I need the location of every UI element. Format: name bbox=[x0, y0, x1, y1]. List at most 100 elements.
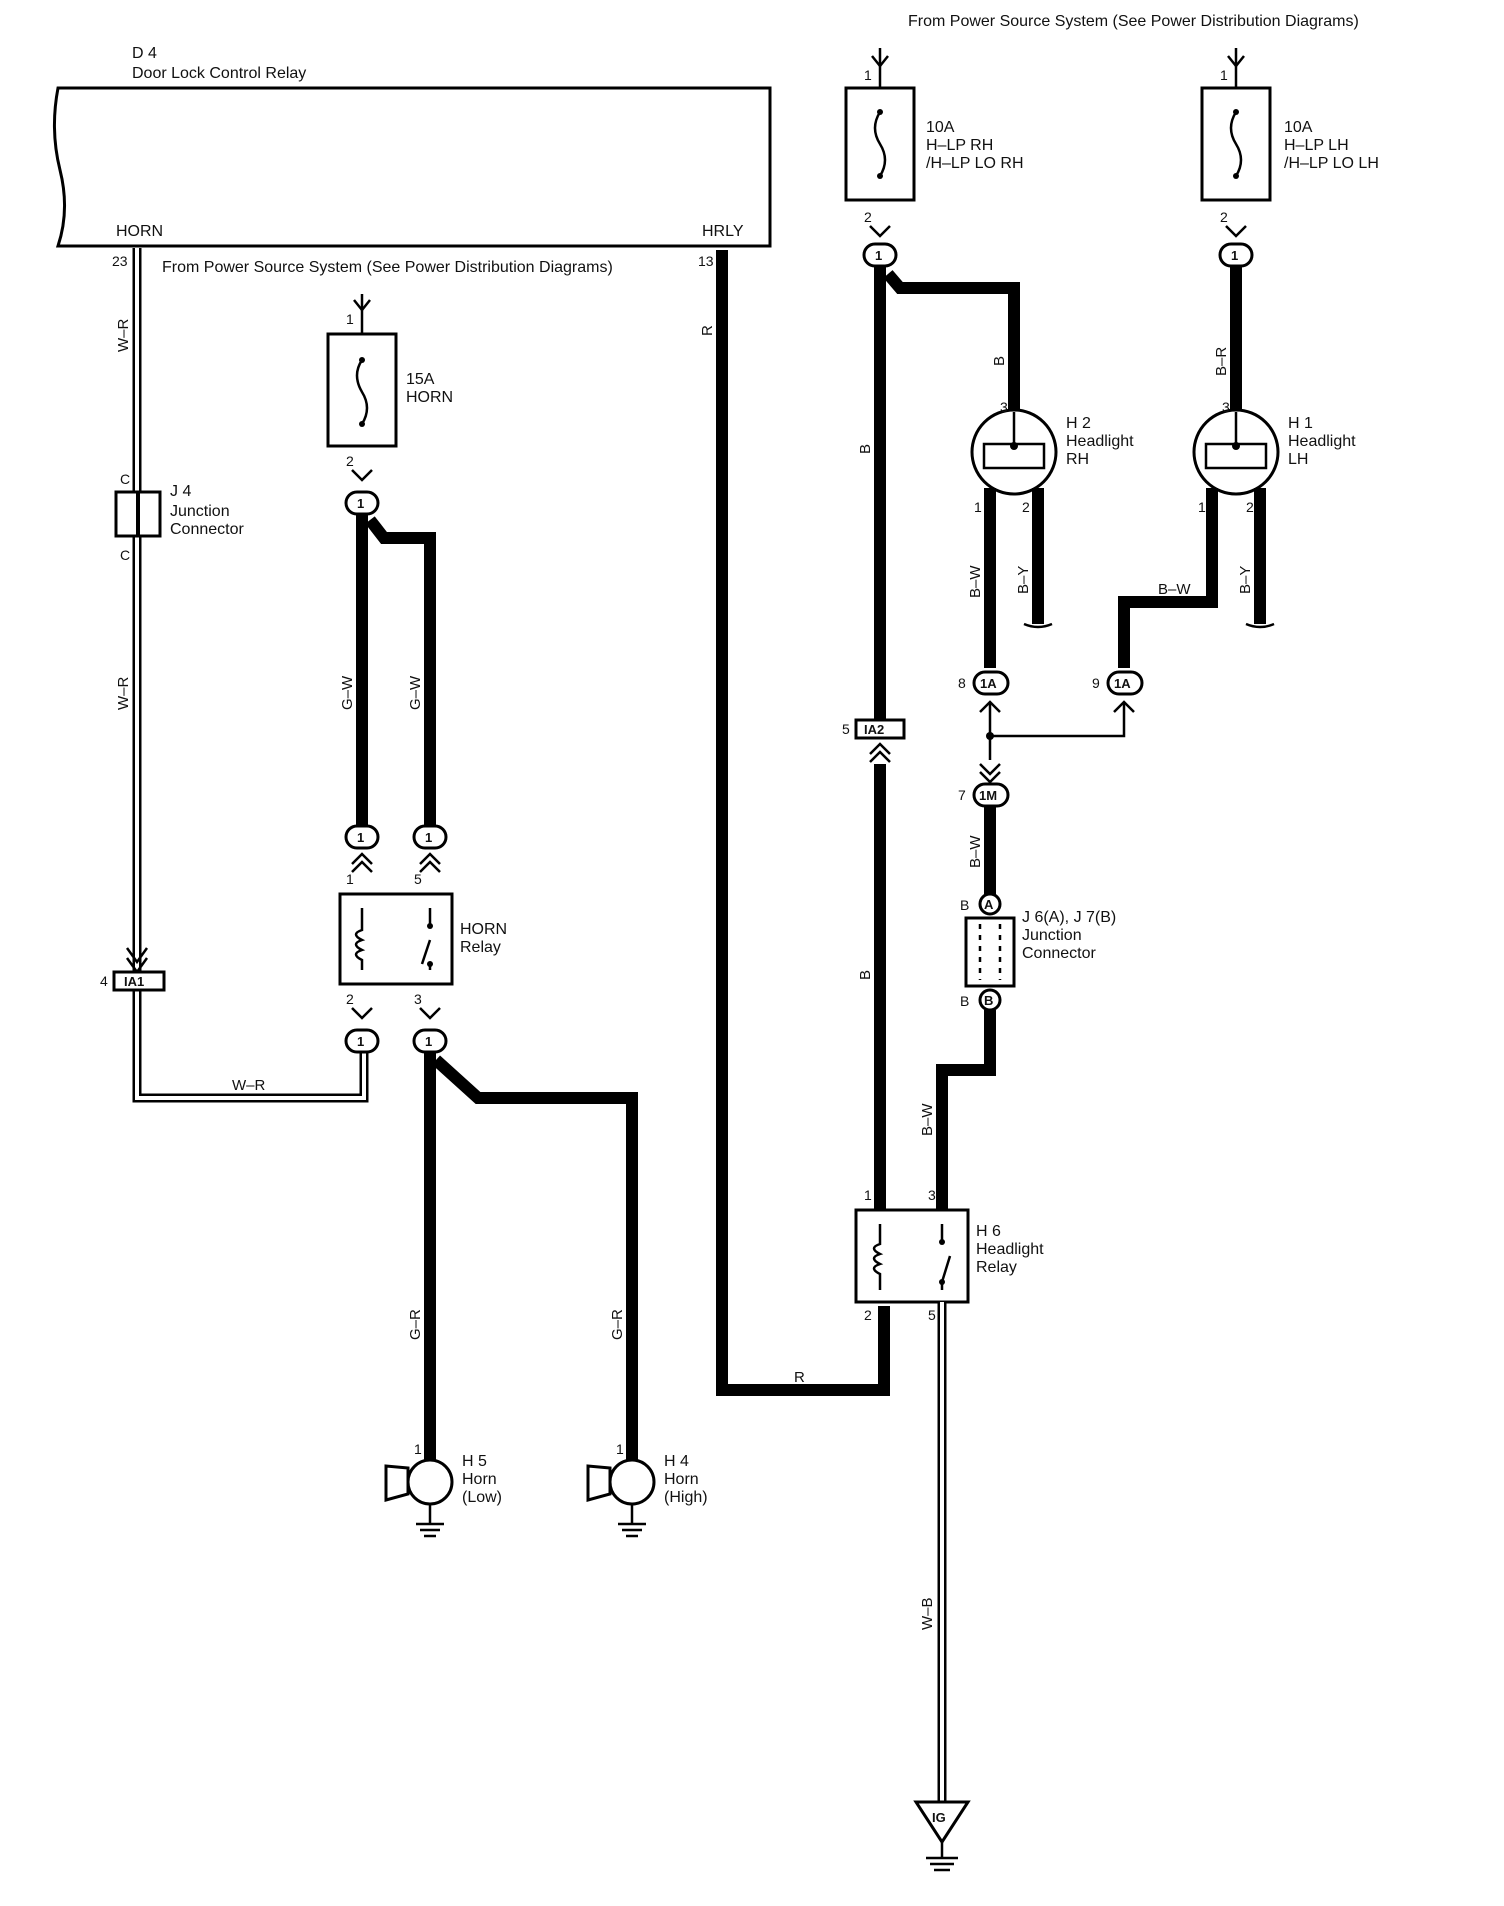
wire-g-w: G–W G–W bbox=[339, 514, 436, 826]
j4-id: J 4 bbox=[170, 483, 191, 500]
wire-b-w-relay: B–W B–W bbox=[919, 806, 996, 1216]
wire-label-br: B–R bbox=[1213, 347, 1230, 376]
lh-fuse-line1: H–LP LH bbox=[1284, 137, 1349, 154]
lh-fuse: 10A H–LP LH /H–LP LO LH 1 2 1 bbox=[1200, 48, 1379, 268]
ia1-pin: 4 bbox=[100, 973, 108, 989]
wire-b-w-headlights: B–W B–Y B–W B–Y bbox=[967, 488, 1275, 668]
j6j7-line1: Junction bbox=[1022, 927, 1082, 944]
headlight-relay-pin-3: 3 bbox=[928, 1187, 936, 1203]
wire-label-bw-lh: B–W bbox=[1158, 581, 1191, 598]
c1a-pin-r: 8 bbox=[958, 675, 966, 691]
ia2-label: IA2 bbox=[864, 722, 884, 737]
ia2-pin: 5 bbox=[842, 721, 850, 737]
rh-fuse-pin-out: 2 bbox=[864, 209, 872, 225]
horn-relay-pin-5: 5 bbox=[414, 871, 422, 887]
svg-text:1: 1 bbox=[1231, 248, 1238, 263]
relay-id: D 4 bbox=[132, 45, 157, 62]
horn-relay-line1: HORN bbox=[460, 921, 507, 938]
horn-high-pin: 1 bbox=[616, 1441, 624, 1457]
horn-fuse-name: HORN bbox=[406, 389, 453, 406]
wire-label-gr-1: G–R bbox=[407, 1309, 424, 1340]
wire-label-b-3: B bbox=[991, 356, 1008, 366]
j4-pin-bottom: C bbox=[120, 547, 130, 563]
wire-label-by-rh: B–Y bbox=[1015, 566, 1032, 594]
horn-high: 1 H 4 Horn (High) bbox=[586, 1441, 708, 1538]
headlight-rh-line1: Headlight bbox=[1066, 433, 1134, 450]
wire-w-r: W–R W–R W–R bbox=[115, 248, 369, 1103]
horn-relay-input-connectors: 1 1 bbox=[344, 824, 448, 873]
wire-label-wr-3: W–R bbox=[232, 1077, 266, 1094]
headlight-rh-line2: RH bbox=[1066, 451, 1089, 468]
c1a-pin-l: 9 bbox=[1092, 675, 1100, 691]
j4-pin-top: C bbox=[120, 471, 130, 487]
wire-label-bw-rh: B–W bbox=[967, 565, 984, 598]
junction-connector-j6-j7: A B B B J 6(A), J 7(B) Junction Connecto… bbox=[960, 892, 1116, 1012]
wire-b: B B B bbox=[857, 266, 1020, 1216]
horn-relay: HORN Relay 1 5 2 3 bbox=[338, 871, 507, 1007]
svg-text:1: 1 bbox=[357, 1034, 364, 1049]
wire-w-b: W–B bbox=[919, 1302, 947, 1802]
headlight-relay-line2: Relay bbox=[976, 1259, 1017, 1276]
j6j7-line2: Connector bbox=[1022, 945, 1096, 962]
headlight-lh-pin-3: 3 bbox=[1222, 399, 1230, 415]
headlight-relay-pin-2: 2 bbox=[864, 1307, 872, 1323]
wire-label-r-2: R bbox=[794, 1369, 805, 1386]
lh-fuse-pin-out: 2 bbox=[1220, 209, 1228, 225]
wire-label-bw-2: B–W bbox=[919, 1103, 936, 1136]
wire-label-gr-2: G–R bbox=[609, 1309, 626, 1340]
wire-b-r: B–R bbox=[1213, 266, 1242, 412]
horn-high-id: H 4 bbox=[664, 1453, 689, 1470]
hrly-terminal-label: HRLY bbox=[702, 223, 744, 240]
horn-low-line2: (Low) bbox=[462, 1489, 502, 1506]
wire-g-r: G–R G–R bbox=[407, 1052, 638, 1460]
wire-label-b-1: B bbox=[857, 444, 874, 454]
rh-fuse-line1: H–LP RH bbox=[926, 137, 993, 154]
headlight-relay-pin-5: 5 bbox=[928, 1307, 936, 1323]
horn-high-line1: Horn bbox=[664, 1471, 699, 1488]
ia2-connector: IA2 5 bbox=[842, 718, 906, 763]
rh-fuse-rating: 10A bbox=[926, 119, 955, 136]
horn-low-pin: 1 bbox=[414, 1441, 422, 1457]
headlight-lh-pin-2: 2 bbox=[1246, 499, 1254, 515]
headlight-lh-line1: Headlight bbox=[1288, 433, 1356, 450]
svg-text:1: 1 bbox=[425, 830, 432, 845]
horn-terminal-label: HORN bbox=[116, 223, 163, 240]
wire-label-r-1: R bbox=[699, 325, 716, 336]
headlight-lh-line2: LH bbox=[1288, 451, 1308, 468]
horn-relay-pin-1: 1 bbox=[346, 871, 354, 887]
svg-text:1A: 1A bbox=[980, 676, 997, 691]
horn-low-id: H 5 bbox=[462, 1453, 487, 1470]
horn-fuse-rating: 15A bbox=[406, 371, 435, 388]
hrly-pin: 13 bbox=[698, 253, 714, 269]
horn-relay-pin-2: 2 bbox=[346, 991, 354, 1007]
horn-fuse-connector: 1 bbox=[344, 490, 380, 516]
ig-label: IG bbox=[932, 1810, 946, 1825]
j6j7-conn-b: B bbox=[984, 993, 993, 1008]
ia1-connector: IA1 4 bbox=[100, 970, 166, 992]
j6j7-id: J 6(A), J 7(B) bbox=[1022, 909, 1116, 926]
svg-text:1: 1 bbox=[875, 248, 882, 263]
ia1-label: IA1 bbox=[124, 974, 144, 989]
horn-fuse: 15A HORN 1 2 bbox=[326, 294, 453, 482]
wire-label-bw-1: B–W bbox=[967, 835, 984, 868]
source-label-mid: From Power Source System (See Power Dist… bbox=[162, 259, 613, 276]
j4-junction-connector: J 4 Junction Connector C C bbox=[114, 471, 244, 563]
horn-pin: 23 bbox=[112, 253, 128, 269]
j6j7-conn-a: A bbox=[984, 897, 994, 912]
headlight-relay-pin-1: 1 bbox=[864, 1187, 872, 1203]
lh-fuse-line2: /H–LP LO LH bbox=[1284, 155, 1379, 172]
svg-text:1A: 1A bbox=[1114, 676, 1131, 691]
wire-label-b-2: B bbox=[857, 970, 874, 980]
wire-label-by-lh: B–Y bbox=[1237, 566, 1254, 594]
horn-fuse-pin-out: 2 bbox=[346, 453, 354, 469]
svg-text:1M: 1M bbox=[979, 788, 997, 803]
headlight-rh-pin-1: 1 bbox=[974, 499, 982, 515]
wire-label-wr-2: W–R bbox=[115, 677, 132, 711]
source-label-top: From Power Source System (See Power Dist… bbox=[908, 13, 1359, 30]
horn-low: 1 H 5 Horn (Low) bbox=[384, 1441, 502, 1538]
wire-label-wb: W–B bbox=[919, 1597, 936, 1630]
headlight-rh: 3 1 2 H 2 Headlight RH bbox=[970, 399, 1134, 515]
wire-label-gw-1: G–W bbox=[339, 675, 356, 710]
j4-line2: Connector bbox=[170, 521, 244, 538]
